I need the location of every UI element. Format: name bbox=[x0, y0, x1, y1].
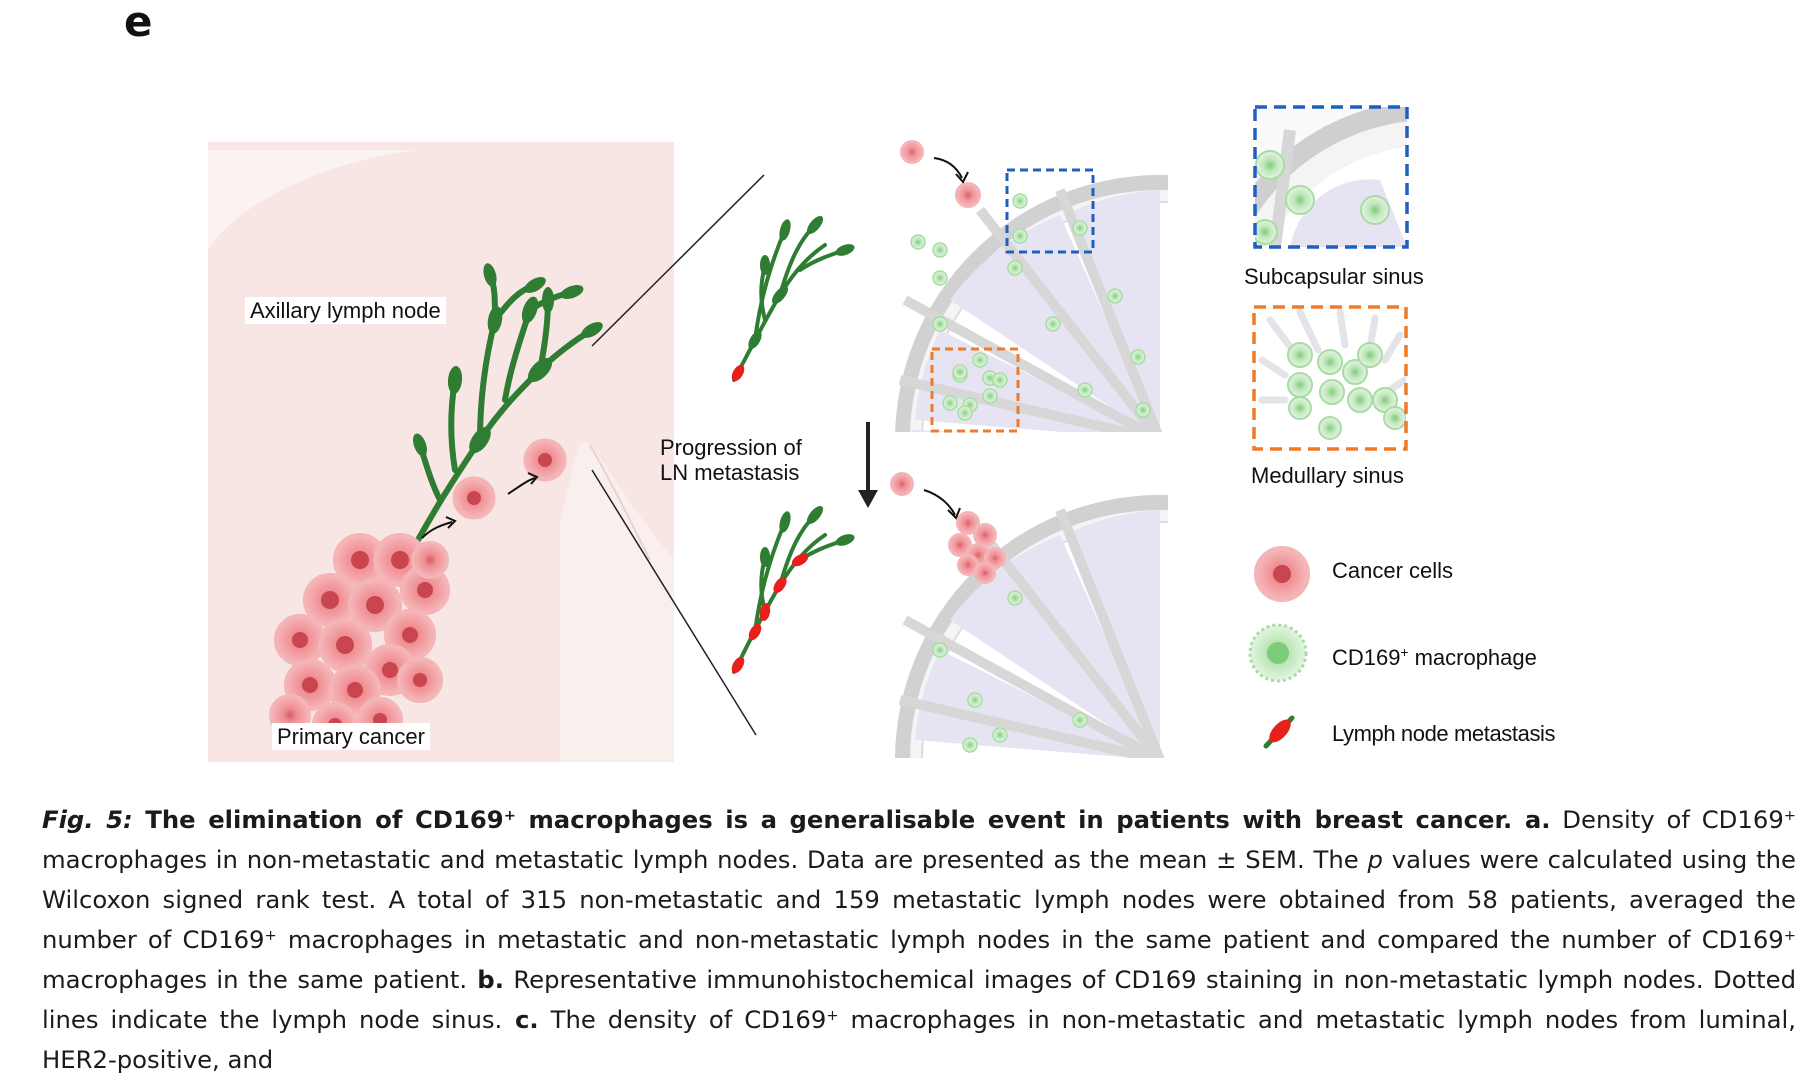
medullary-roi bbox=[930, 347, 1020, 433]
progression-label-line1: Progression of bbox=[660, 435, 802, 460]
caption-c-label: c. bbox=[502, 1005, 539, 1034]
legend-metastasis-label: Lymph node metastasis bbox=[1332, 721, 1556, 746]
cancer-cell-legend-icon bbox=[1254, 546, 1310, 602]
cancer-cells-top-node bbox=[900, 140, 981, 208]
metastatic-tumor-bottom-node bbox=[890, 472, 1006, 584]
migrating-cancer-cells bbox=[421, 438, 567, 539]
panel-letter: e bbox=[124, 0, 153, 46]
legend-macrophage-label: CD169+ macrophage bbox=[1332, 645, 1537, 670]
figure-panel-e: e bbox=[124, 0, 1556, 762]
macrophage-legend-icon bbox=[1248, 623, 1308, 683]
illustration bbox=[208, 105, 1409, 762]
medullary-sinus-label: Medullary sinus bbox=[1251, 463, 1404, 488]
legend-macrophage-rest: macrophage bbox=[1414, 645, 1537, 670]
lymph-node-ellipses bbox=[413, 263, 603, 457]
caption-b-label: b. bbox=[467, 965, 504, 994]
vessel-tree-bottom bbox=[731, 505, 855, 674]
zoom-lines bbox=[591, 174, 765, 736]
caption-fig-number: Fig. 5: bbox=[42, 805, 133, 834]
caption-sup-3: + bbox=[1783, 927, 1796, 944]
caption-a-label: a. bbox=[1512, 805, 1551, 834]
legend-macrophage-base: CD169 bbox=[1332, 645, 1401, 670]
caption-title-b: macrophages is a generalisable event in … bbox=[515, 805, 1513, 834]
body-shoulder bbox=[208, 142, 674, 762]
subcapsular-sinus-label: Subcapsular sinus bbox=[1244, 264, 1424, 289]
caption-a-text5: macrophages in the same patient. bbox=[42, 965, 468, 994]
caption-a-text1: Density of CD169 bbox=[1550, 805, 1784, 834]
subcapsular-roi bbox=[1005, 168, 1095, 254]
caption-b-text: Representative immunohistochemical image… bbox=[42, 965, 1797, 1034]
legend-macrophage-sup: + bbox=[1400, 645, 1409, 660]
figure-caption: Fig. 5: The elimination of CD169+ macrop… bbox=[42, 800, 1796, 1080]
caption-title: Fig. 5: The elimination of CD169+ macrop… bbox=[42, 805, 1512, 834]
caption-a-text3: values were calculated using the Wilcoxo… bbox=[42, 845, 1796, 954]
axillary-lymph-node-label: Axillary lymph node bbox=[245, 297, 446, 324]
macrophages-bottom-node bbox=[932, 590, 1088, 753]
progression-label-line2: LN metastasis bbox=[660, 460, 800, 485]
caption-c-text1: The density of CD169 bbox=[538, 1005, 827, 1034]
legend-cancer-label: Cancer cells bbox=[1332, 558, 1454, 583]
caption-a-text4: macrophages in metastatic and non-metast… bbox=[276, 925, 1784, 954]
caption-title-sup: + bbox=[503, 807, 516, 824]
metastasis-legend-icon bbox=[1263, 715, 1295, 749]
caption-sup-4: + bbox=[826, 1007, 839, 1024]
caption-a-text2: macrophages in non-metastatic and metast… bbox=[42, 845, 1368, 874]
macrophages-top-node bbox=[910, 193, 1151, 421]
caption-title-a: The elimination of CD169 bbox=[132, 805, 504, 834]
vessel-tree-top bbox=[731, 215, 855, 382]
caption-sup-2: + bbox=[264, 927, 277, 944]
primary-cancer-label: Primary cancer bbox=[272, 723, 430, 750]
subcapsular-zoom bbox=[1253, 105, 1409, 249]
medullary-zoom bbox=[1252, 305, 1408, 451]
caption-sup-1: + bbox=[1783, 807, 1796, 824]
progression-arrow bbox=[858, 422, 878, 508]
caption-p-italic: p bbox=[1367, 845, 1383, 874]
